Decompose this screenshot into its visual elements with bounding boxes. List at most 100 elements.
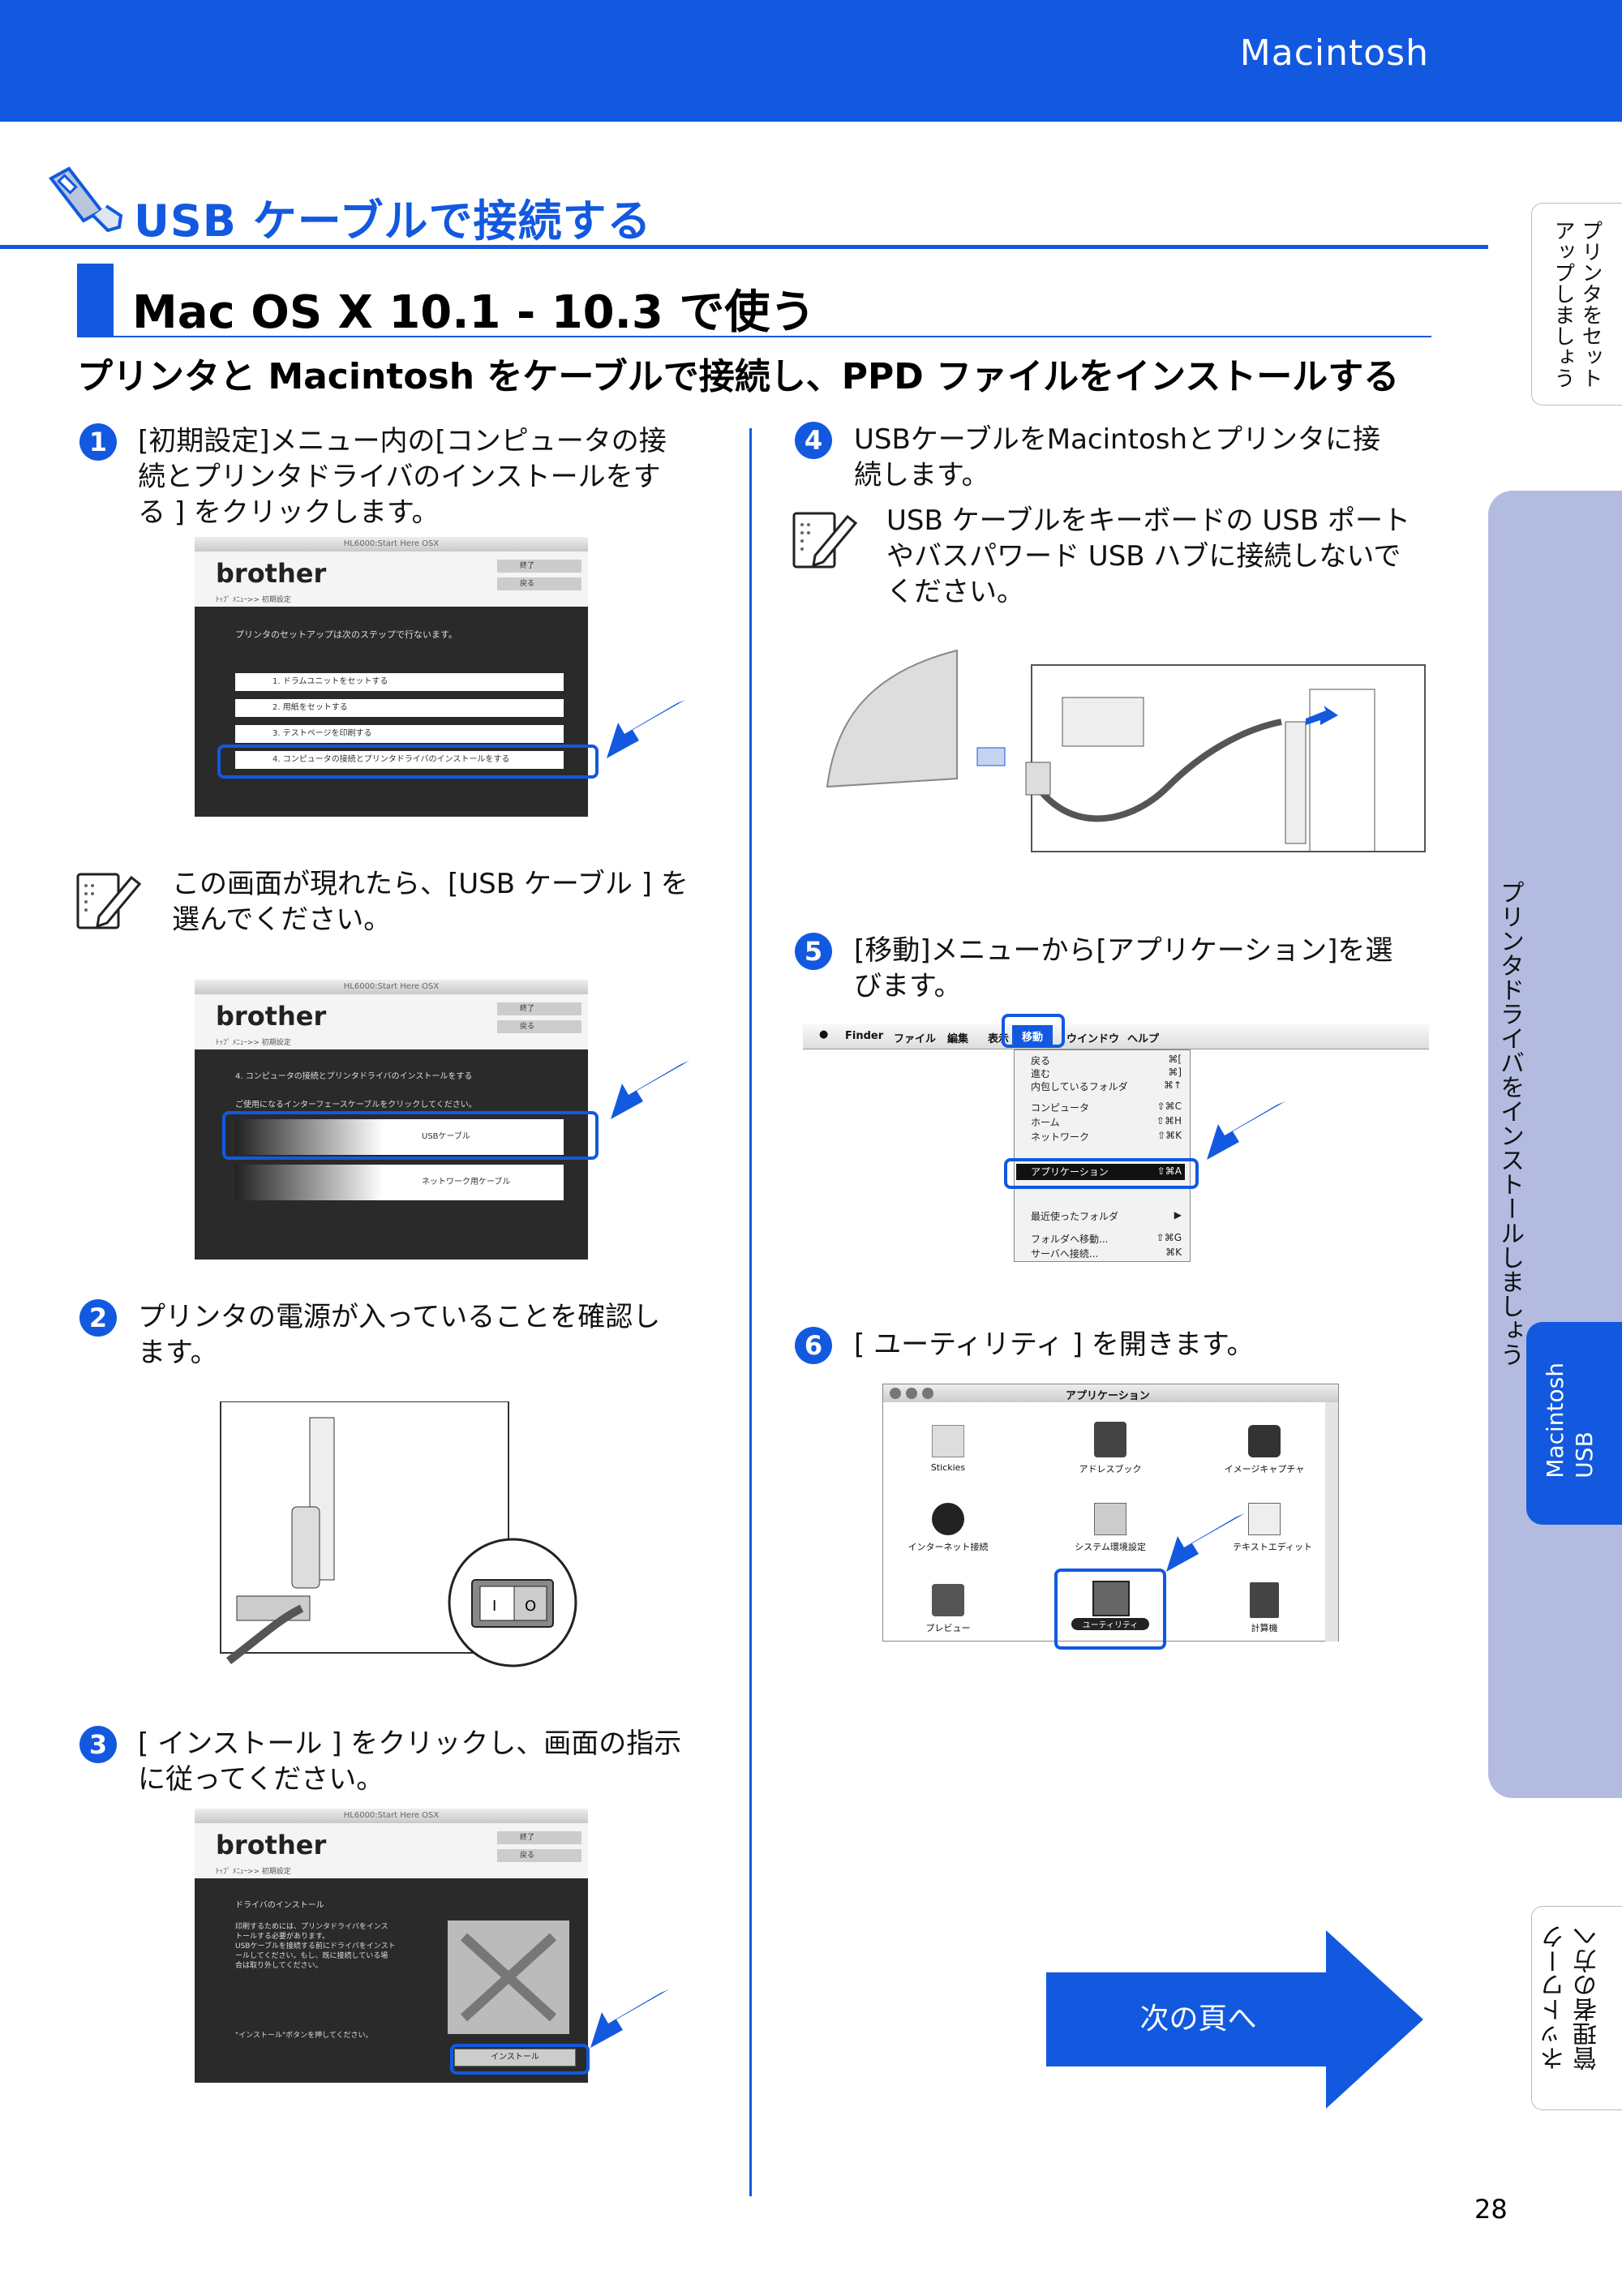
address-book-icon[interactable] bbox=[1094, 1422, 1126, 1457]
next-page-arrow-icon[interactable] bbox=[1046, 1930, 1423, 2109]
network-cable-option[interactable]: ネットワーク用ケーブル bbox=[235, 1165, 564, 1200]
header-bar: Macintosh bbox=[0, 0, 1622, 122]
calculator-icon[interactable] bbox=[1250, 1582, 1279, 1618]
menu-file[interactable]: ファイル bbox=[894, 1033, 937, 1045]
printer-photo bbox=[448, 1920, 569, 2034]
highlight-box bbox=[217, 745, 599, 779]
step-text-line: [ ユーティリティ ] を開きます。 bbox=[854, 1328, 1255, 1361]
menu-item-applications[interactable]: アプリケーション bbox=[1016, 1164, 1185, 1180]
app-label: インターネット接続 bbox=[908, 1542, 989, 1552]
step-text-line: プリンタの電源が入っていることを確認し bbox=[138, 1301, 661, 1333]
pointer-arrow-icon bbox=[607, 700, 685, 758]
side-tab-setup[interactable]: プリンタをセット アップしましょう bbox=[1531, 203, 1622, 406]
breadcrumb: ﾄｯﾌﾟ ﾒﾆｭｰ>> 初期設定 bbox=[216, 596, 291, 604]
next-page-label[interactable]: 次の頁へ bbox=[1139, 2002, 1257, 2036]
mac-menu-bar: ● Finder ファイル 編集 表示 移動 ウインドウ ヘルプ bbox=[803, 1024, 1429, 1049]
apple-menu-icon[interactable]: ● bbox=[819, 1028, 829, 1041]
menu-item-label[interactable]: 内包しているフォルダ bbox=[1031, 1081, 1128, 1092]
menu-item-key: ⇧⌘H bbox=[1156, 1115, 1182, 1127]
note-pencil-icon bbox=[76, 873, 141, 929]
side-tab-macintosh-usb[interactable]: Macintosh USB bbox=[1526, 1322, 1622, 1525]
menu-window[interactable]: ウインドウ bbox=[1066, 1033, 1120, 1045]
text-edit-icon[interactable] bbox=[1248, 1503, 1281, 1535]
setup-step-row[interactable]: 3. テストページを印刷する bbox=[235, 725, 564, 743]
pointer-arrow-icon bbox=[1166, 1513, 1245, 1572]
column-divider bbox=[749, 428, 752, 2196]
menu-finder[interactable]: Finder bbox=[845, 1030, 884, 1042]
menu-go[interactable]: 移動 bbox=[1012, 1025, 1053, 1047]
back-button[interactable]: 戻る bbox=[497, 577, 581, 590]
screenshot-driver-install: HL6000:Start Here OSX brother ﾄｯﾌﾟ ﾒﾆｭｰ>… bbox=[195, 1809, 588, 2083]
menu-help[interactable]: ヘルプ bbox=[1127, 1033, 1160, 1045]
usb-cable-option[interactable]: USBケーブル bbox=[235, 1119, 564, 1155]
menu-item-key: ⇧⌘C bbox=[1156, 1101, 1182, 1112]
setup-step-row[interactable]: 4. コンピュータの接続とプリンタドライバのインストールをする bbox=[235, 751, 564, 769]
minimize-icon[interactable] bbox=[906, 1388, 917, 1399]
note-2: USB ケーブルをキーボードの USB ポート やバスパワード USB ハブに接… bbox=[886, 503, 1454, 610]
brother-header: brother ﾄｯﾌﾟ ﾒﾆｭｰ>> 初期設定 終了 戻る bbox=[195, 551, 588, 607]
menu-item-label[interactable]: サーバへ接続... bbox=[1031, 1248, 1099, 1260]
image-capture-icon[interactable] bbox=[1248, 1425, 1281, 1457]
step-text-line: [初期設定]メニュー内の[コンピュータの接 bbox=[138, 425, 667, 457]
quit-button[interactable]: 終了 bbox=[497, 560, 581, 573]
internet-connect-icon[interactable] bbox=[932, 1503, 964, 1535]
install-body-line: ールしてください。もし、既に接続している場 bbox=[235, 1952, 388, 1960]
highlight-box bbox=[1004, 1158, 1199, 1189]
install-body-line: 印刷するためには、プリンタドライバをインス bbox=[235, 1923, 388, 1931]
menu-edit[interactable]: 編集 bbox=[947, 1033, 969, 1045]
menu-item-label[interactable]: 進む bbox=[1031, 1068, 1051, 1079]
back-button[interactable]: 戻る bbox=[497, 1849, 581, 1862]
install-footer: "インストール"ボタンを押してください。 bbox=[235, 2032, 373, 2040]
preview-icon[interactable] bbox=[932, 1584, 964, 1616]
title-bar-accent bbox=[77, 264, 114, 337]
stickies-icon[interactable] bbox=[932, 1425, 964, 1457]
note-line: この画面が現れたら、[USB ケーブル ] を bbox=[172, 868, 689, 900]
section-title: USB ケーブルで接続する bbox=[134, 195, 652, 247]
side-tab-network[interactable]: ネットワーク 管理者の方へ bbox=[1531, 1906, 1622, 2110]
step-text-line: USBケーブルをMacintoshとプリンタに接 bbox=[854, 423, 1381, 456]
note-line: ください。 bbox=[886, 576, 1024, 608]
zoom-icon[interactable] bbox=[922, 1388, 933, 1399]
note-1: この画面が現れたら、[USB ケーブル ] を 選んでください。 bbox=[172, 866, 740, 938]
pointer-arrow-icon bbox=[611, 1061, 689, 1119]
brother-logo: brother bbox=[216, 1001, 327, 1032]
app-label: 計算機 bbox=[1251, 1623, 1278, 1633]
step-text-line: [ インストール ] をクリックし、画面の指示 bbox=[138, 1727, 682, 1760]
menu-item-label[interactable]: ホーム bbox=[1031, 1117, 1060, 1128]
quit-button[interactable]: 終了 bbox=[497, 1002, 581, 1015]
install-heading: ドライバのインストール bbox=[235, 1901, 324, 1910]
close-icon[interactable] bbox=[890, 1388, 901, 1399]
quit-button[interactable]: 終了 bbox=[497, 1831, 581, 1844]
menu-item-key: ⌘↑ bbox=[1163, 1079, 1182, 1091]
install-body-line: 合は取り外してください。 bbox=[235, 1962, 323, 1970]
step-4-text: USBケーブルをMacintoshとプリンタに接 続します。 bbox=[854, 422, 1454, 493]
menu-item-key: ⇧⌘G bbox=[1156, 1232, 1182, 1243]
utilities-folder-icon[interactable] bbox=[1092, 1581, 1130, 1616]
step-text-line: る ] をクリックします。 bbox=[138, 496, 440, 529]
window-title: HL6000:Start Here OSX bbox=[195, 1809, 588, 1823]
brother-logo: brother bbox=[216, 558, 327, 589]
setup-step-row[interactable]: 1. ドラムユニットをセットする bbox=[235, 673, 564, 691]
cable-heading: 4. コンピュータの接続とプリンタドライバのインストールをする bbox=[235, 1072, 473, 1081]
section-rule bbox=[0, 245, 1488, 249]
scrollbar[interactable] bbox=[1325, 1402, 1338, 1642]
step-1-text: [初期設定]メニュー内の[コンピュータの接 続とプリンタドライバのインストールを… bbox=[138, 423, 722, 530]
pointer-arrow-icon bbox=[590, 1989, 669, 2048]
menu-item-label[interactable]: フォルダへ移動... bbox=[1031, 1234, 1109, 1245]
install-body-line: トールする必要があります。 bbox=[235, 1933, 330, 1941]
setup-step-row[interactable]: 2. 用紙をセットする bbox=[235, 699, 564, 717]
highlight-box bbox=[222, 1111, 599, 1160]
step-text-line: に従ってください。 bbox=[138, 1763, 384, 1796]
menu-item-key: ⌘K bbox=[1165, 1247, 1182, 1258]
menu-item-label[interactable]: 最近使ったフォルダ bbox=[1031, 1211, 1119, 1222]
menu-item-label[interactable]: コンピュータ bbox=[1031, 1102, 1090, 1114]
back-button[interactable]: 戻る bbox=[497, 1020, 581, 1033]
brother-header: brother ﾄｯﾌﾟ ﾒﾆｭｰ>> 初期設定 終了 戻る bbox=[195, 1823, 588, 1878]
install-body-line: USBケーブルを接続する前にドライバをインスト bbox=[235, 1942, 396, 1951]
system-preferences-icon[interactable] bbox=[1094, 1503, 1126, 1535]
side-tab-label: ネットワーク 管理者の方へ bbox=[1541, 1925, 1602, 2071]
menu-item-label[interactable]: ネットワーク bbox=[1031, 1131, 1090, 1143]
usb-connection-illustration bbox=[826, 649, 1426, 852]
menu-item-label[interactable]: 戻る bbox=[1031, 1055, 1051, 1066]
install-button[interactable]: インストール bbox=[454, 2049, 576, 2066]
